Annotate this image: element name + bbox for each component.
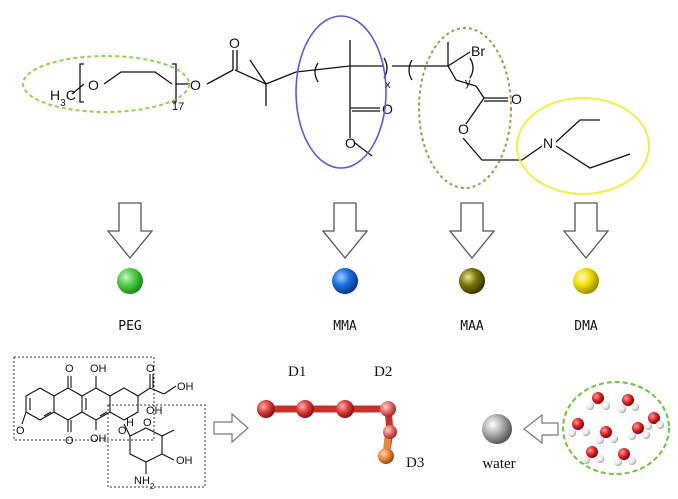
amine-label: NH [134, 475, 150, 487]
label-d2: D2 [374, 364, 392, 380]
water-molecule-6 [644, 412, 664, 430]
svg-text:H3C: H3C [50, 87, 76, 109]
water-molecule-7 [582, 446, 604, 464]
peg-bead [117, 268, 143, 294]
water-molecule-2 [618, 394, 639, 413]
mma-subscript-x: x [385, 79, 391, 91]
sugar-ring [123, 423, 175, 474]
label-d3: D3 [406, 455, 424, 471]
peg-label: PEG [118, 319, 142, 334]
ketone-o-bottom: O [65, 435, 74, 447]
hydroxyl-bottom: OH [90, 433, 107, 445]
polymer-atom-labels: H3C O 17 O O x y Br O O O O N [50, 35, 553, 151]
label-d1: D1 [288, 364, 306, 380]
hydrogen-label: H [126, 417, 134, 429]
amine-subscript: 2 [150, 482, 155, 491]
h3c-label: H [50, 87, 60, 103]
mma-label: MMA [333, 319, 357, 334]
ester-oxygen: O [190, 77, 201, 93]
side-ketone-o: O [146, 363, 155, 375]
water-label: water [482, 456, 515, 472]
mma-backbone [295, 40, 384, 108]
maa-bead [459, 268, 485, 294]
water-molecule-4 [596, 426, 618, 444]
polymer-structure [71, 40, 631, 169]
dma-bead [573, 268, 599, 294]
ring-b [53, 376, 83, 432]
mma-down-arrow [321, 202, 369, 260]
bead-d3 [378, 448, 394, 464]
h3c-carbon: C [66, 87, 76, 103]
peg-highlight-ellipse [22, 55, 190, 113]
mma-left-paren [314, 62, 319, 83]
peg-right-bracket [172, 63, 177, 103]
sugar-ring-o: O [143, 417, 152, 429]
drug-aglycone-box [13, 356, 155, 441]
bead-d1b [296, 400, 314, 418]
maa-ether-oxygen: O [458, 121, 469, 137]
bromine-label: Br [471, 43, 485, 59]
ring-a [25, 387, 55, 421]
water-group: water [482, 381, 670, 475]
water-molecule-8 [614, 448, 636, 466]
water-cluster-ring [562, 381, 670, 475]
dma-nitrogen: N [543, 135, 553, 151]
maa-down-arrow [448, 202, 496, 260]
maa-left-paren [408, 59, 413, 81]
dma-highlight-ellipse [516, 97, 650, 195]
ketone-o-top: O [65, 363, 74, 375]
drug-to-beads-arrow [213, 412, 249, 444]
peg-ester-bond [176, 69, 234, 85]
carbonyl-oxygen: O [229, 35, 240, 51]
ring-d [109, 387, 139, 421]
glycosidic-o: O [118, 425, 127, 437]
mma-highlight-ellipse [295, 15, 387, 169]
peg-chain-bonds [71, 71, 173, 95]
peg-down-arrow [106, 202, 154, 260]
sugar-hydroxyl: OH [176, 455, 193, 467]
initiator-carbon-bonds [234, 59, 297, 106]
mma-ester-bonds [349, 107, 380, 157]
maa-ester-bonds [462, 97, 522, 161]
water-bead [482, 414, 512, 444]
h3c-subscript: 3 [60, 98, 66, 109]
dma-label: DMA [574, 319, 598, 334]
water-molecule-1 [586, 392, 610, 410]
bead-d1c [336, 400, 354, 418]
carbonyl-double-bond [232, 50, 238, 70]
peg-left-bracket [79, 63, 84, 103]
peg-repeat-count: 17 [172, 101, 184, 113]
maa-highlight-ellipse [418, 27, 512, 189]
methoxy-o: O [16, 425, 25, 437]
water-arrow [523, 413, 559, 445]
hydroxyl-top: OH [90, 363, 107, 375]
water-molecules [568, 392, 664, 466]
bead-d2 [380, 401, 396, 417]
side-chain [21, 374, 177, 430]
water-molecule-5 [628, 422, 650, 440]
bead-d1a [257, 400, 275, 418]
hydroxyl-ring: OH [146, 405, 163, 417]
mma-carbonyl-oxygen: O [382, 101, 393, 117]
svg-text:NH2: NH2 [134, 475, 155, 491]
dma-bonds [521, 119, 631, 169]
drug-bead-chain: D1 D2 D3 [257, 364, 424, 471]
maa-backbone [392, 42, 485, 99]
maa-right-paren [469, 57, 474, 79]
maa-carbonyl-oxygen: O [511, 91, 522, 107]
hydroxyl-side: OH [177, 381, 194, 393]
maa-label: MAA [460, 319, 484, 334]
ring-c [81, 387, 111, 421]
mma-ether-oxygen: O [345, 135, 356, 151]
drug-sugar-box [107, 404, 206, 488]
drug-structure: O O OH OH OH OH O O H O O OH NH2 [13, 356, 206, 491]
peg-oxygen: O [88, 77, 99, 93]
component-mapping: PEG MMA MAA DMA [106, 202, 610, 334]
maa-subscript-y: y [465, 77, 471, 89]
dma-down-arrow [562, 202, 610, 260]
mma-bead [332, 268, 358, 294]
bead-d2b [383, 425, 397, 439]
water-molecule-3 [568, 418, 590, 437]
